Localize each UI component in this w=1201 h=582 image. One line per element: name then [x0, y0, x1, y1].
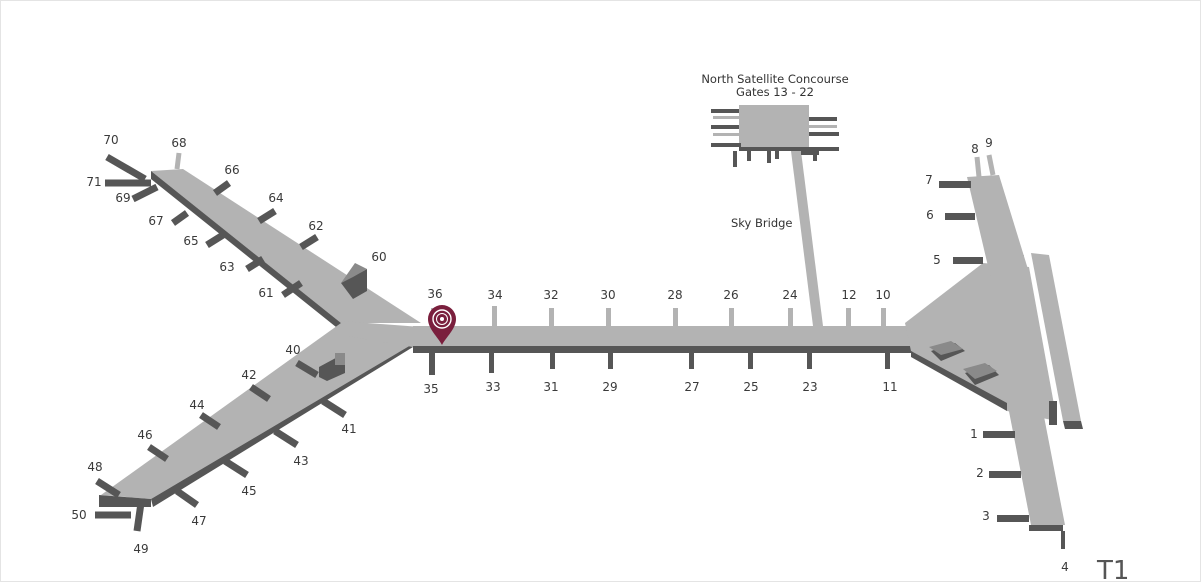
gate-label: 48: [87, 460, 102, 474]
jet-bridge: [131, 183, 159, 203]
gate-label: 69: [115, 191, 130, 205]
gate-label: 10: [875, 288, 890, 302]
gate-label: 9: [985, 136, 993, 150]
gate-label: 34: [487, 288, 502, 302]
jet-bridge: [223, 458, 249, 478]
gate-label: 63: [219, 260, 234, 274]
gate-label: 4: [1061, 560, 1069, 574]
jet-bridge: [245, 256, 265, 272]
gate-label: 70: [103, 133, 118, 147]
gate-label: 67: [148, 214, 163, 228]
concourse-southwest: [95, 323, 421, 532]
gate-label: 28: [667, 288, 682, 302]
gate-label: 40: [285, 343, 300, 357]
sky-bridge: [791, 151, 823, 326]
concourse-northwest: [105, 152, 421, 331]
gate-label: 44: [189, 398, 204, 412]
gate-label: 11: [882, 380, 897, 394]
gate-label: 12: [841, 288, 856, 302]
gate-label: 66: [224, 163, 239, 177]
gate-label: 24: [782, 288, 797, 302]
gate-label: 68: [171, 136, 186, 150]
jet-bridge: [299, 234, 319, 250]
jet-bridge: [170, 210, 190, 226]
jet-bridge: [199, 412, 221, 430]
jet-bridge: [133, 502, 145, 532]
gate-label: 36: [427, 287, 442, 301]
gate-label: 27: [684, 380, 699, 394]
jet-bridge: [281, 280, 303, 298]
gate-label: 29: [602, 380, 617, 394]
gate-label: 30: [600, 288, 615, 302]
jet-bridge: [105, 153, 147, 183]
jet-bridge: [321, 398, 347, 418]
gate-label: 35: [423, 382, 438, 396]
gate-label: 32: [543, 288, 558, 302]
gate-label: 71: [86, 175, 101, 189]
jet-bridge: [273, 428, 299, 448]
gate-label: 8: [971, 142, 979, 156]
gate-label: 41: [341, 422, 356, 436]
jet-bridge: [249, 384, 271, 402]
hub-junction: [341, 321, 421, 347]
gate-label: 31: [543, 380, 558, 394]
jet-bridge: [95, 478, 121, 498]
jet-bridge: [147, 444, 169, 462]
gate-label: 33: [485, 380, 500, 394]
concourse-main: [413, 306, 913, 375]
gate-label: 64: [268, 191, 283, 205]
gate-label: 1: [970, 427, 978, 441]
jet-bridge: [212, 180, 232, 196]
gate-label: 25: [743, 380, 758, 394]
gate-60-block: [341, 269, 367, 299]
location-marker-icon[interactable]: [428, 305, 456, 345]
concourse-east: [905, 154, 1083, 549]
jet-bridge: [295, 359, 319, 379]
gate-label: 42: [241, 368, 256, 382]
gate-label: 50: [71, 508, 86, 522]
gate-label: 65: [183, 234, 198, 248]
jet-bridge: [205, 232, 225, 248]
gate-label: 43: [293, 454, 308, 468]
gate-label: 26: [723, 288, 738, 302]
gate-label: 46: [137, 428, 152, 442]
sky-bridge-label: Sky Bridge: [731, 216, 793, 230]
gate-label: 49: [133, 542, 148, 556]
gate-label: 45: [241, 484, 256, 498]
gate-label: 5: [933, 253, 941, 267]
gate-label: 60: [371, 250, 386, 264]
gate-label: 23: [802, 380, 817, 394]
north-satellite-title: North Satellite Concourse: [701, 72, 848, 86]
gate-label: 61: [258, 286, 273, 300]
gate-label: 62: [308, 219, 323, 233]
terminal-label: T1: [1096, 556, 1129, 582]
gate-label: 6: [926, 208, 934, 222]
jet-bridge: [257, 208, 277, 224]
north-satellite-subtitle: Gates 13 - 22: [736, 85, 814, 99]
north-satellite: [711, 105, 839, 326]
gate-label: 2: [976, 466, 984, 480]
gate-label: 7: [925, 173, 933, 187]
gate-label: 47: [191, 514, 206, 528]
jet-bridge: [174, 488, 200, 508]
gate-label: 3: [982, 509, 990, 523]
jet-bridge: [174, 152, 182, 170]
